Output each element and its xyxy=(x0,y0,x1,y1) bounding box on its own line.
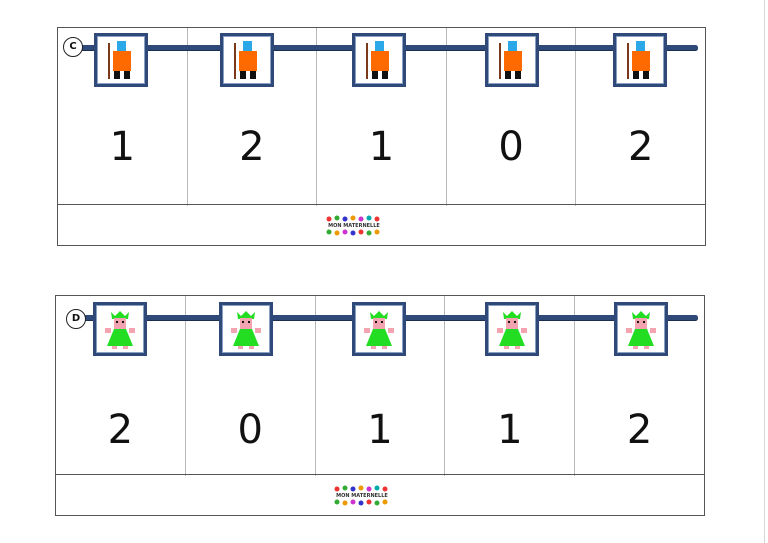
princess-figure-icon xyxy=(352,302,406,356)
svg-text:MON MATERNELLE: MON MATERNELLE xyxy=(336,493,388,499)
cell-2: 0 xyxy=(186,296,316,476)
cell-2: 2 xyxy=(188,28,318,206)
page-edge-line xyxy=(764,0,765,543)
count-number: 2 xyxy=(107,407,134,453)
cell-5: 2 xyxy=(575,296,704,476)
count-number: 2 xyxy=(627,124,654,170)
card-footer: MON MATERNELLE xyxy=(58,204,705,245)
card-label-c: C xyxy=(63,37,83,57)
svg-text:MON MATERNELLE: MON MATERNELLE xyxy=(328,223,380,229)
cell-4: 0 xyxy=(447,28,577,206)
cell-5: 2 xyxy=(576,28,705,206)
princess-figure-icon xyxy=(219,302,273,356)
soldier-figure-icon xyxy=(352,33,406,87)
count-number: 0 xyxy=(237,407,263,453)
cell-1: 2 xyxy=(56,296,186,476)
cell-1: 1 xyxy=(58,28,188,206)
hands-logo-icon: MON MATERNELLE xyxy=(326,215,380,236)
hands-logo-icon: MON MATERNELLE xyxy=(334,485,388,506)
cell-3: 1 xyxy=(316,296,446,476)
count-number: 1 xyxy=(109,124,136,170)
soldier-figure-icon xyxy=(613,33,667,87)
soldier-figure-icon xyxy=(485,33,539,87)
cell-3: 1 xyxy=(317,28,447,206)
soldier-figure-icon xyxy=(220,33,274,87)
princess-figure-icon xyxy=(93,302,147,356)
count-number: 1 xyxy=(367,407,393,453)
number-cells: 1 2 1 0 2 xyxy=(58,28,705,206)
soldier-figure-icon xyxy=(94,33,148,87)
number-cells: 2 0 1 1 2 xyxy=(56,296,704,476)
count-number: 2 xyxy=(626,407,653,453)
card-footer: MON MATERNELLE xyxy=(56,474,704,515)
count-number: 1 xyxy=(497,407,523,453)
card-label-d: D xyxy=(66,309,86,329)
count-number: 2 xyxy=(239,124,265,170)
princess-figure-icon xyxy=(485,302,539,356)
princess-figure-icon xyxy=(614,302,668,356)
count-number: 1 xyxy=(368,124,395,170)
count-number: 0 xyxy=(498,124,524,170)
cell-4: 1 xyxy=(445,296,576,476)
